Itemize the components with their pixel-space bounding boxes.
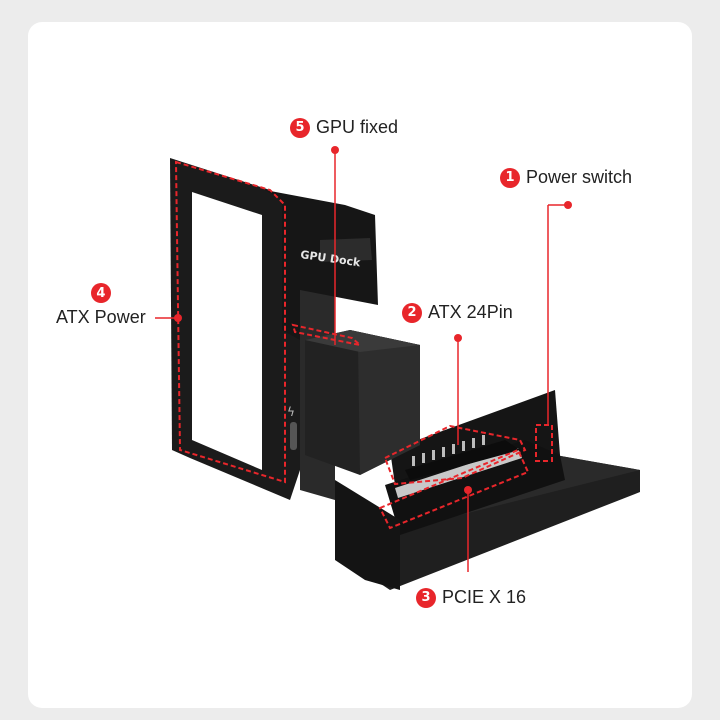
front-plate	[335, 480, 400, 590]
pcie-highlight	[378, 448, 530, 530]
number-badge: 4	[90, 283, 111, 303]
power-switch-highlight	[535, 424, 553, 462]
callout-label: ATX Power	[56, 307, 146, 327]
callout-label: PCIE X 16	[442, 587, 527, 607]
callout-atx-24pin: 2 ATX 24Pin	[402, 302, 513, 323]
callout-gpu-fixed: 5 GPU fixed	[290, 117, 398, 138]
callout-label: Power switch	[526, 167, 633, 187]
gpu-bracket	[265, 190, 378, 340]
frame-window	[192, 192, 262, 470]
callout-pcie-x16: 3 PCIE X 16	[416, 587, 526, 608]
callout-power-switch: 1 Power switch	[500, 167, 632, 188]
number-badge: 1	[500, 167, 520, 188]
usb-c-port	[290, 422, 297, 450]
number-badge: 5	[290, 117, 310, 138]
base-plate	[375, 455, 640, 590]
atx-power-highlight	[174, 160, 286, 484]
number-badge: 2	[402, 302, 422, 323]
atx-24pin-highlight	[383, 424, 527, 486]
gpu-fixed-highlight	[291, 323, 364, 347]
pcie-board	[385, 440, 565, 535]
callout-label: ATX 24Pin	[428, 302, 513, 322]
callout-atx-power: 4 ATX Power	[56, 283, 146, 328]
number-badge: 3	[416, 587, 436, 608]
callout-label: GPU fixed	[316, 117, 399, 137]
bolt-icon: ϟ	[287, 405, 295, 419]
